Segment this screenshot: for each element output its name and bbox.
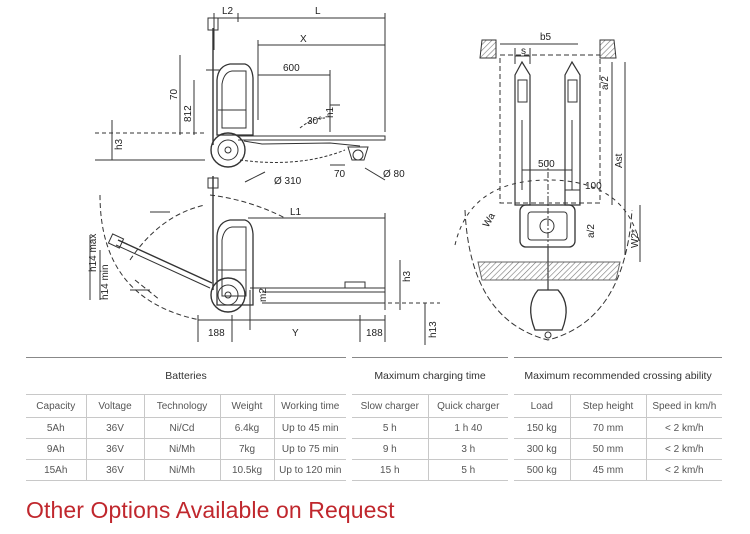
col-weight: Weight xyxy=(219,394,274,418)
specifications-table: Batteries Maximum charging time Maximum … xyxy=(26,357,723,481)
dim-angle: 30° xyxy=(307,116,322,127)
col-quick-charger: Quick charger xyxy=(427,394,509,418)
dim-ast: Ast xyxy=(614,153,625,168)
dim-70: 70 xyxy=(334,169,346,180)
technical-drawing: L2 L X 600 70 812 h1 30° h3 70 Ø 310 Ø 8… xyxy=(88,6,641,345)
side-view-raised xyxy=(89,176,440,345)
group-header-row: Batteries Maximum charging time Maximum … xyxy=(26,357,723,395)
col-speed: Speed in km/h xyxy=(645,394,723,418)
dim-a2-top: a/2 xyxy=(600,76,611,90)
col-capacity: Capacity xyxy=(26,394,86,418)
col-technology: Technology xyxy=(143,394,220,418)
dim-100: 100 xyxy=(585,181,602,192)
cell-step-height: 45 mm xyxy=(569,459,647,481)
cell-weight: 6.4kg xyxy=(219,417,274,439)
dim-188-left: 188 xyxy=(208,328,225,339)
cell-technology: Ni/Mh xyxy=(143,438,220,460)
plan-view-labels: b5 s a/2 500 100 Ast Wa a/2 W2* xyxy=(481,32,641,248)
cell-voltage: 36V xyxy=(85,438,144,460)
cell-technology: Ni/Cd xyxy=(143,417,220,439)
cell-load: 500 kg xyxy=(514,459,571,481)
cell-step-height: 50 mm xyxy=(569,438,647,460)
column-header-row: Capacity Voltage Technology Weight Worki… xyxy=(26,394,723,418)
cell-speed: < 2 km/h xyxy=(645,417,723,439)
side-view-lowered xyxy=(95,13,386,183)
dim-l: L xyxy=(315,6,321,17)
dim-h3-top: h3 xyxy=(114,138,125,150)
dim-h13: h13 xyxy=(428,321,439,338)
group-crossing: Maximum recommended crossing ability xyxy=(514,357,723,395)
dim-812: 812 xyxy=(183,105,194,122)
cell-capacity: 5Ah xyxy=(26,417,86,439)
col-voltage: Voltage xyxy=(85,394,144,418)
table-row: 9Ah 36V Ni/Mh 7kg Up to 75 min 9 h 3 h 3… xyxy=(26,438,723,460)
cell-working-time: Up to 45 min xyxy=(273,417,347,439)
dim-500: 500 xyxy=(538,159,555,170)
col-load: Load xyxy=(514,394,571,418)
table-row: 5Ah 36V Ni/Cd 6.4kg Up to 45 min 5 h 1 h… xyxy=(26,417,723,439)
group-batteries: Batteries xyxy=(26,357,347,395)
side-view-bottom-labels: h14 max h14 min L1 h3 m2 h13 188 Y 188 xyxy=(88,207,439,339)
cell-slow-charger: 15 h xyxy=(352,459,429,481)
dim-wa: Wa xyxy=(481,211,498,230)
col-slow-charger: Slow charger xyxy=(352,394,429,418)
dim-600: 600 xyxy=(283,63,300,74)
cell-slow-charger: 9 h xyxy=(352,438,429,460)
cell-load: 300 kg xyxy=(514,438,571,460)
cell-step-height: 70 mm xyxy=(569,417,647,439)
dim-188-right: 188 xyxy=(366,328,383,339)
dim-70-vertical: 70 xyxy=(169,88,180,100)
cell-voltage: 36V xyxy=(85,417,144,439)
cell-speed: < 2 km/h xyxy=(645,459,723,481)
cell-working-time: Up to 120 min xyxy=(273,459,347,481)
options-footer-text: Other Options Available on Request xyxy=(26,497,395,523)
table-row: 15Ah 36V Ni/Mh 10.5kg Up to 120 min 15 h… xyxy=(26,459,723,481)
dim-wheel-310: Ø 310 xyxy=(274,176,302,187)
dim-m2: m2 xyxy=(258,288,269,302)
dim-a2-bottom: a/2 xyxy=(586,224,597,238)
cell-quick-charger: 3 h xyxy=(427,438,509,460)
plan-view xyxy=(454,39,641,341)
dim-wheel-80: Ø 80 xyxy=(383,169,405,180)
cell-voltage: 36V xyxy=(85,459,144,481)
dim-s: s xyxy=(521,46,526,57)
dim-w2: W2* xyxy=(630,229,641,248)
cell-slow-charger: 5 h xyxy=(352,417,429,439)
cell-load: 150 kg xyxy=(514,417,571,439)
side-view-top-labels: L2 L X 600 70 812 h1 30° h3 70 Ø 310 Ø 8… xyxy=(114,6,405,187)
col-working-time: Working time xyxy=(273,394,347,418)
dim-l1: L1 xyxy=(290,207,302,218)
cell-quick-charger: 1 h 40 xyxy=(427,417,509,439)
cell-weight: 7kg xyxy=(219,438,274,460)
group-charging: Maximum charging time xyxy=(352,357,509,395)
cell-speed: < 2 km/h xyxy=(645,438,723,460)
dim-h14-max: h14 max xyxy=(88,234,99,272)
dim-h3: h3 xyxy=(402,270,413,282)
cell-capacity: 9Ah xyxy=(26,438,86,460)
dim-h1: h1 xyxy=(325,106,336,118)
cell-technology: Ni/Mh xyxy=(143,459,220,481)
dim-b5: b5 xyxy=(540,32,552,43)
cell-weight: 10.5kg xyxy=(219,459,274,481)
dim-h14-min: h14 min xyxy=(100,264,111,300)
cell-working-time: Up to 75 min xyxy=(273,438,347,460)
col-step-height: Step height xyxy=(569,394,647,418)
cell-capacity: 15Ah xyxy=(26,459,86,481)
dim-x: X xyxy=(300,34,307,45)
dim-y: Y xyxy=(292,328,299,339)
dim-l2: L2 xyxy=(222,6,234,17)
cell-quick-charger: 5 h xyxy=(427,459,509,481)
